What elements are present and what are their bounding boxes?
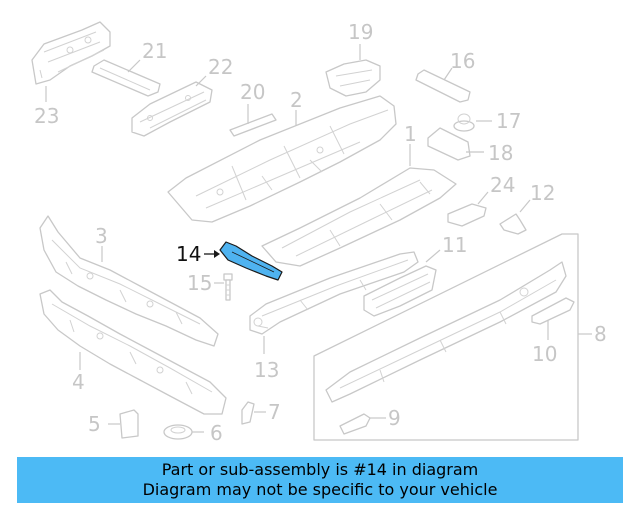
callout-22: 22 — [208, 55, 233, 79]
banner-line-2: Diagram may not be specific to your vehi… — [142, 480, 498, 499]
part-9-drawing — [339, 413, 371, 435]
part-14-drawing — [219, 241, 283, 281]
callout-12: 12 — [530, 181, 555, 205]
callout-10: 10 — [532, 342, 557, 366]
part-16-drawing — [415, 69, 471, 103]
callout-23: 23 — [34, 104, 59, 128]
part-10-drawing — [531, 297, 575, 325]
callout-3: 3 — [95, 224, 108, 248]
part-1-drawing — [261, 167, 457, 267]
callout-5: 5 — [88, 412, 101, 436]
part-11-drawing — [363, 265, 437, 317]
part-20-drawing — [229, 113, 277, 137]
callout-21: 21 — [142, 39, 167, 63]
callout-2: 2 — [290, 88, 303, 112]
part-24-drawing — [447, 203, 487, 227]
leader-24 — [477, 191, 489, 205]
part-5-drawing — [119, 409, 139, 439]
callout-8: 8 — [594, 322, 607, 346]
part-2-drawing — [167, 95, 397, 223]
callout-15: 15 — [187, 271, 212, 295]
part-22-drawing — [131, 81, 213, 137]
part-17-drawing — [453, 113, 475, 132]
callout-24: 24 — [490, 173, 515, 197]
callout-16: 16 — [450, 49, 475, 73]
leader-21 — [127, 59, 141, 73]
part-7-drawing — [241, 401, 255, 425]
leader-11 — [425, 249, 441, 263]
callout-19: 19 — [348, 20, 373, 44]
info-banner: Part or sub-assembly is #14 in diagram D… — [17, 457, 623, 503]
leader-22 — [195, 75, 207, 87]
callout-13: 13 — [254, 358, 279, 382]
part-13-drawing — [249, 251, 419, 335]
part-4-drawing — [39, 289, 227, 415]
callout-18: 18 — [488, 141, 513, 165]
part-12-drawing — [499, 213, 527, 235]
part-19-drawing — [325, 59, 381, 97]
arrow-14-icon — [214, 250, 220, 258]
part-21-drawing — [91, 59, 161, 97]
callout-1: 1 — [404, 122, 417, 146]
callout-9: 9 — [388, 406, 401, 430]
leader-12 — [519, 199, 531, 213]
leader-16 — [443, 67, 453, 81]
part-8-drawing — [325, 261, 567, 403]
part-15-drawing — [223, 273, 233, 301]
part-18-drawing — [427, 127, 471, 161]
parts-diagram: 23 21 22 20 19 2 16 17 — [31, 20, 607, 445]
callout-17: 17 — [496, 109, 521, 133]
part-3-drawing — [39, 215, 219, 347]
callout-4: 4 — [72, 370, 85, 394]
banner-line-1: Part or sub-assembly is #14 in diagram — [161, 460, 479, 479]
callout-6: 6 — [210, 421, 223, 445]
part-8-group-frame — [313, 233, 579, 441]
part-23-drawing — [31, 21, 111, 85]
callout-20: 20 — [240, 80, 265, 104]
part-6-drawing — [163, 424, 193, 440]
callout-14: 14 — [176, 242, 201, 266]
callout-7: 7 — [268, 400, 281, 424]
callout-11: 11 — [442, 233, 467, 257]
